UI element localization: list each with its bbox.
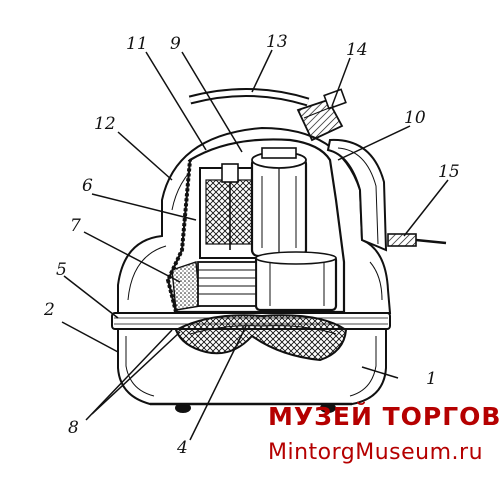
callout-15: 15	[438, 162, 460, 182]
callout-7: 7	[70, 216, 81, 236]
callout-11: 11	[126, 34, 148, 54]
dust-bag	[174, 314, 348, 362]
side-connector	[387, 233, 447, 247]
insulation-layer	[171, 261, 201, 311]
callout-4: 4	[177, 438, 188, 458]
callout-9: 9	[170, 34, 181, 54]
rotor-housing	[250, 147, 308, 258]
lower-housing	[117, 330, 387, 413]
rear-hood	[326, 138, 388, 252]
callout-12: 12	[94, 114, 116, 134]
top-fitting	[296, 88, 347, 142]
cable-tube	[188, 88, 310, 107]
leader-lines	[61, 49, 449, 441]
filter-stack	[197, 261, 257, 307]
watermark-title: МУЗЕЙ ТОРГОВЛИ	[268, 402, 500, 431]
callout-8: 8	[68, 418, 79, 438]
callout-14: 14	[346, 40, 368, 60]
callout-2: 2	[44, 300, 55, 320]
callout-13: 13	[266, 32, 288, 52]
callout-6: 6	[82, 176, 93, 196]
watermark-url: MintorgMuseum.ru	[268, 440, 484, 465]
callout-10: 10	[404, 108, 426, 128]
motor-block	[199, 163, 261, 259]
callout-1: 1	[426, 369, 437, 389]
motor-base	[254, 251, 338, 312]
callout-5: 5	[56, 260, 67, 280]
